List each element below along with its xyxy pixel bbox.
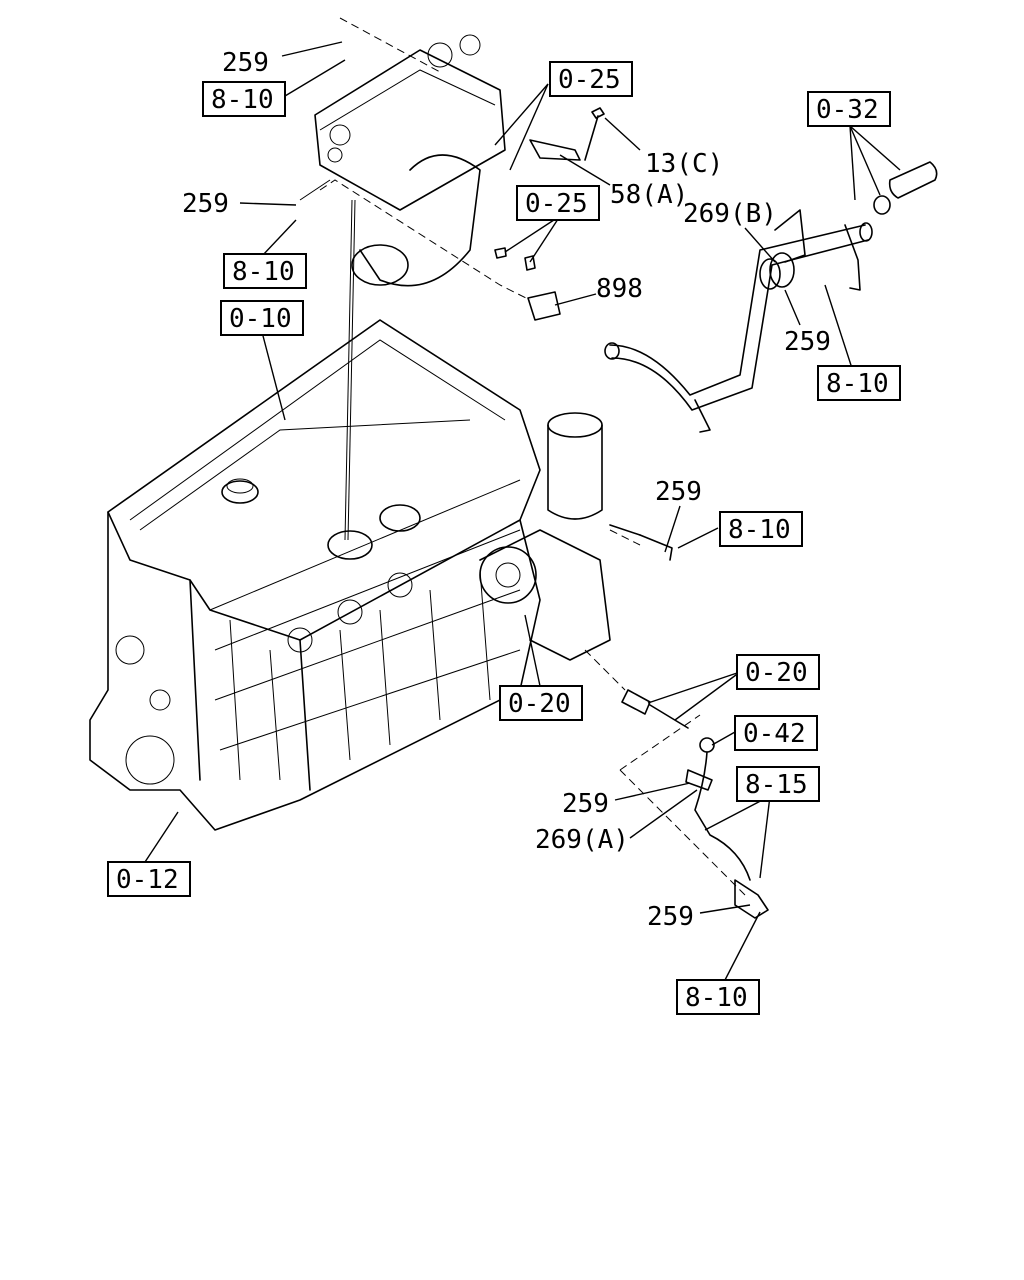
sensor-harness-assembly bbox=[609, 524, 769, 919]
callout-box-025-top bbox=[549, 61, 633, 97]
callout-042: 0-42 bbox=[743, 719, 806, 749]
callout-259-topleft: 259 bbox=[222, 48, 269, 78]
assembly-lines bbox=[319, 17, 746, 896]
callout-259-lower: 259 bbox=[562, 789, 609, 819]
callout-13c: 13(C) bbox=[645, 149, 723, 179]
callout-box-032 bbox=[807, 91, 891, 127]
callout-020-right: 0-20 bbox=[745, 658, 808, 688]
callout-box-810-pipe bbox=[817, 365, 901, 401]
callout-810-pipe: 8-10 bbox=[826, 369, 889, 399]
callout-box-810-right bbox=[719, 511, 803, 547]
callout-259-right: 259 bbox=[655, 477, 702, 507]
callout-012: 0-12 bbox=[116, 865, 179, 895]
callout-box-012 bbox=[107, 861, 191, 897]
callout-box-010 bbox=[220, 300, 304, 336]
callout-box-020-left bbox=[499, 685, 583, 721]
callout-010: 0-10 bbox=[229, 304, 292, 334]
callout-box-810-topleft bbox=[202, 81, 286, 117]
callout-810-topleft: 8-10 bbox=[211, 85, 274, 115]
engine-block bbox=[89, 319, 611, 831]
callout-box-815 bbox=[736, 766, 820, 802]
callout-box-810-bottom bbox=[676, 979, 760, 1015]
callout-025-mid: 0-25 bbox=[525, 189, 588, 219]
callout-269a: 269(A) bbox=[535, 825, 629, 855]
water-pipe-assembly bbox=[604, 161, 938, 433]
callout-898: 898 bbox=[596, 274, 643, 304]
callout-box-042 bbox=[734, 715, 818, 751]
callout-box-025-mid bbox=[516, 185, 600, 221]
callout-032: 0-32 bbox=[816, 95, 879, 125]
callout-259-left: 259 bbox=[182, 189, 229, 219]
callout-810-right: 8-10 bbox=[728, 515, 791, 545]
callout-810-bottom: 8-10 bbox=[685, 983, 748, 1013]
callout-269b: 269(B) bbox=[683, 199, 777, 229]
callout-259-pipe: 259 bbox=[784, 327, 831, 357]
callout-020-left: 0-20 bbox=[508, 689, 571, 719]
callout-815: 8-15 bbox=[745, 770, 808, 800]
water-manifold-assembly bbox=[299, 34, 605, 321]
callout-labels: 259 8-10 0-25 13(C) 58(A) 0-25 0-32 269(… bbox=[107, 48, 901, 1015]
callout-58a: 58(A) bbox=[610, 180, 688, 210]
callout-810-left: 8-10 bbox=[232, 257, 295, 287]
callout-259-bottom: 259 bbox=[647, 902, 694, 932]
callout-box-020-right bbox=[736, 654, 820, 690]
callout-025-top: 0-25 bbox=[558, 65, 621, 95]
callout-box-810-left bbox=[223, 253, 307, 289]
